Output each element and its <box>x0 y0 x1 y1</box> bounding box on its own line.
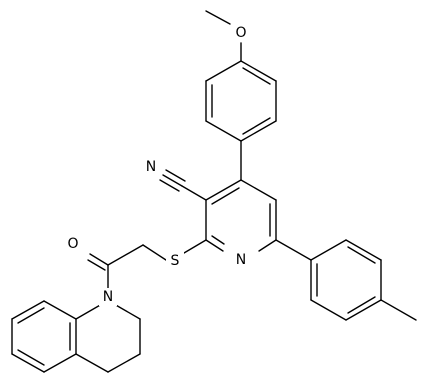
nitrile-nitrogen-label: N <box>146 159 156 175</box>
quinoline-nitrogen-label: N <box>103 289 113 305</box>
pyridine-ring <box>205 179 277 252</box>
pyridine-nitrogen-label: N <box>236 252 246 268</box>
tetrahydroquinoline-ring <box>11 300 141 373</box>
nitrile-group <box>159 169 207 201</box>
thioether-linker <box>107 239 207 266</box>
carbonyl-oxygen-label: O <box>67 236 78 252</box>
carbonyl-group <box>87 253 109 289</box>
methoxy-group <box>205 10 242 62</box>
sulfur-label: S <box>171 253 180 269</box>
tolyl-ring <box>275 239 417 321</box>
methoxy-oxygen-label: O <box>235 25 246 41</box>
methoxyphenyl-ring <box>205 60 277 142</box>
